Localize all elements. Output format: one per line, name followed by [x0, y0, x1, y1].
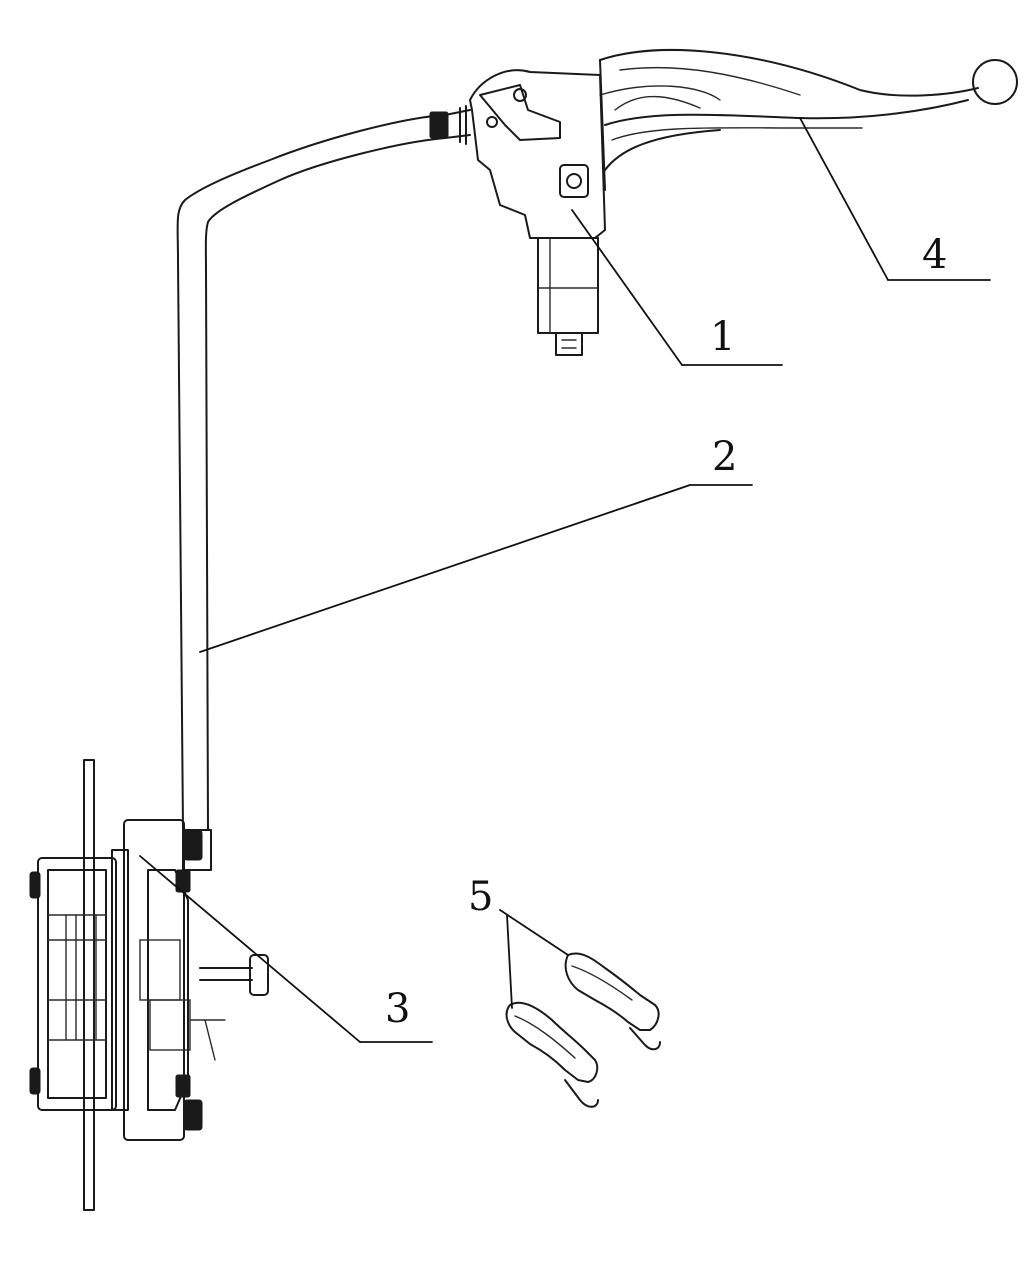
callout-3: 3	[385, 986, 410, 1032]
brake-pads	[505, 952, 661, 1108]
callout-1: 1	[710, 314, 735, 360]
callout-4: 4	[922, 232, 947, 278]
brake-pad-lower	[505, 1001, 599, 1108]
brake-lever	[599, 49, 1018, 191]
leader-2	[199, 484, 753, 653]
banjo-bolt	[555, 332, 583, 356]
callout-2: 2	[712, 434, 737, 480]
brake-pad-upper	[564, 952, 661, 1051]
leader-4	[799, 117, 991, 281]
leader-5	[499, 909, 569, 1009]
leader-1	[571, 209, 783, 366]
callout-labels: 1 2 3 4 5	[385, 232, 947, 1032]
hose-fitting	[429, 111, 449, 139]
master-cylinder	[469, 69, 606, 356]
leader-lines	[139, 117, 991, 1043]
brake-hose	[176, 105, 471, 831]
callout-5: 5	[468, 874, 493, 920]
reservoir-body	[537, 237, 599, 334]
lever-ball-end	[972, 59, 1018, 105]
leader-3	[139, 855, 433, 1043]
brake-disc	[83, 759, 95, 1211]
brake-caliper	[29, 759, 269, 1211]
